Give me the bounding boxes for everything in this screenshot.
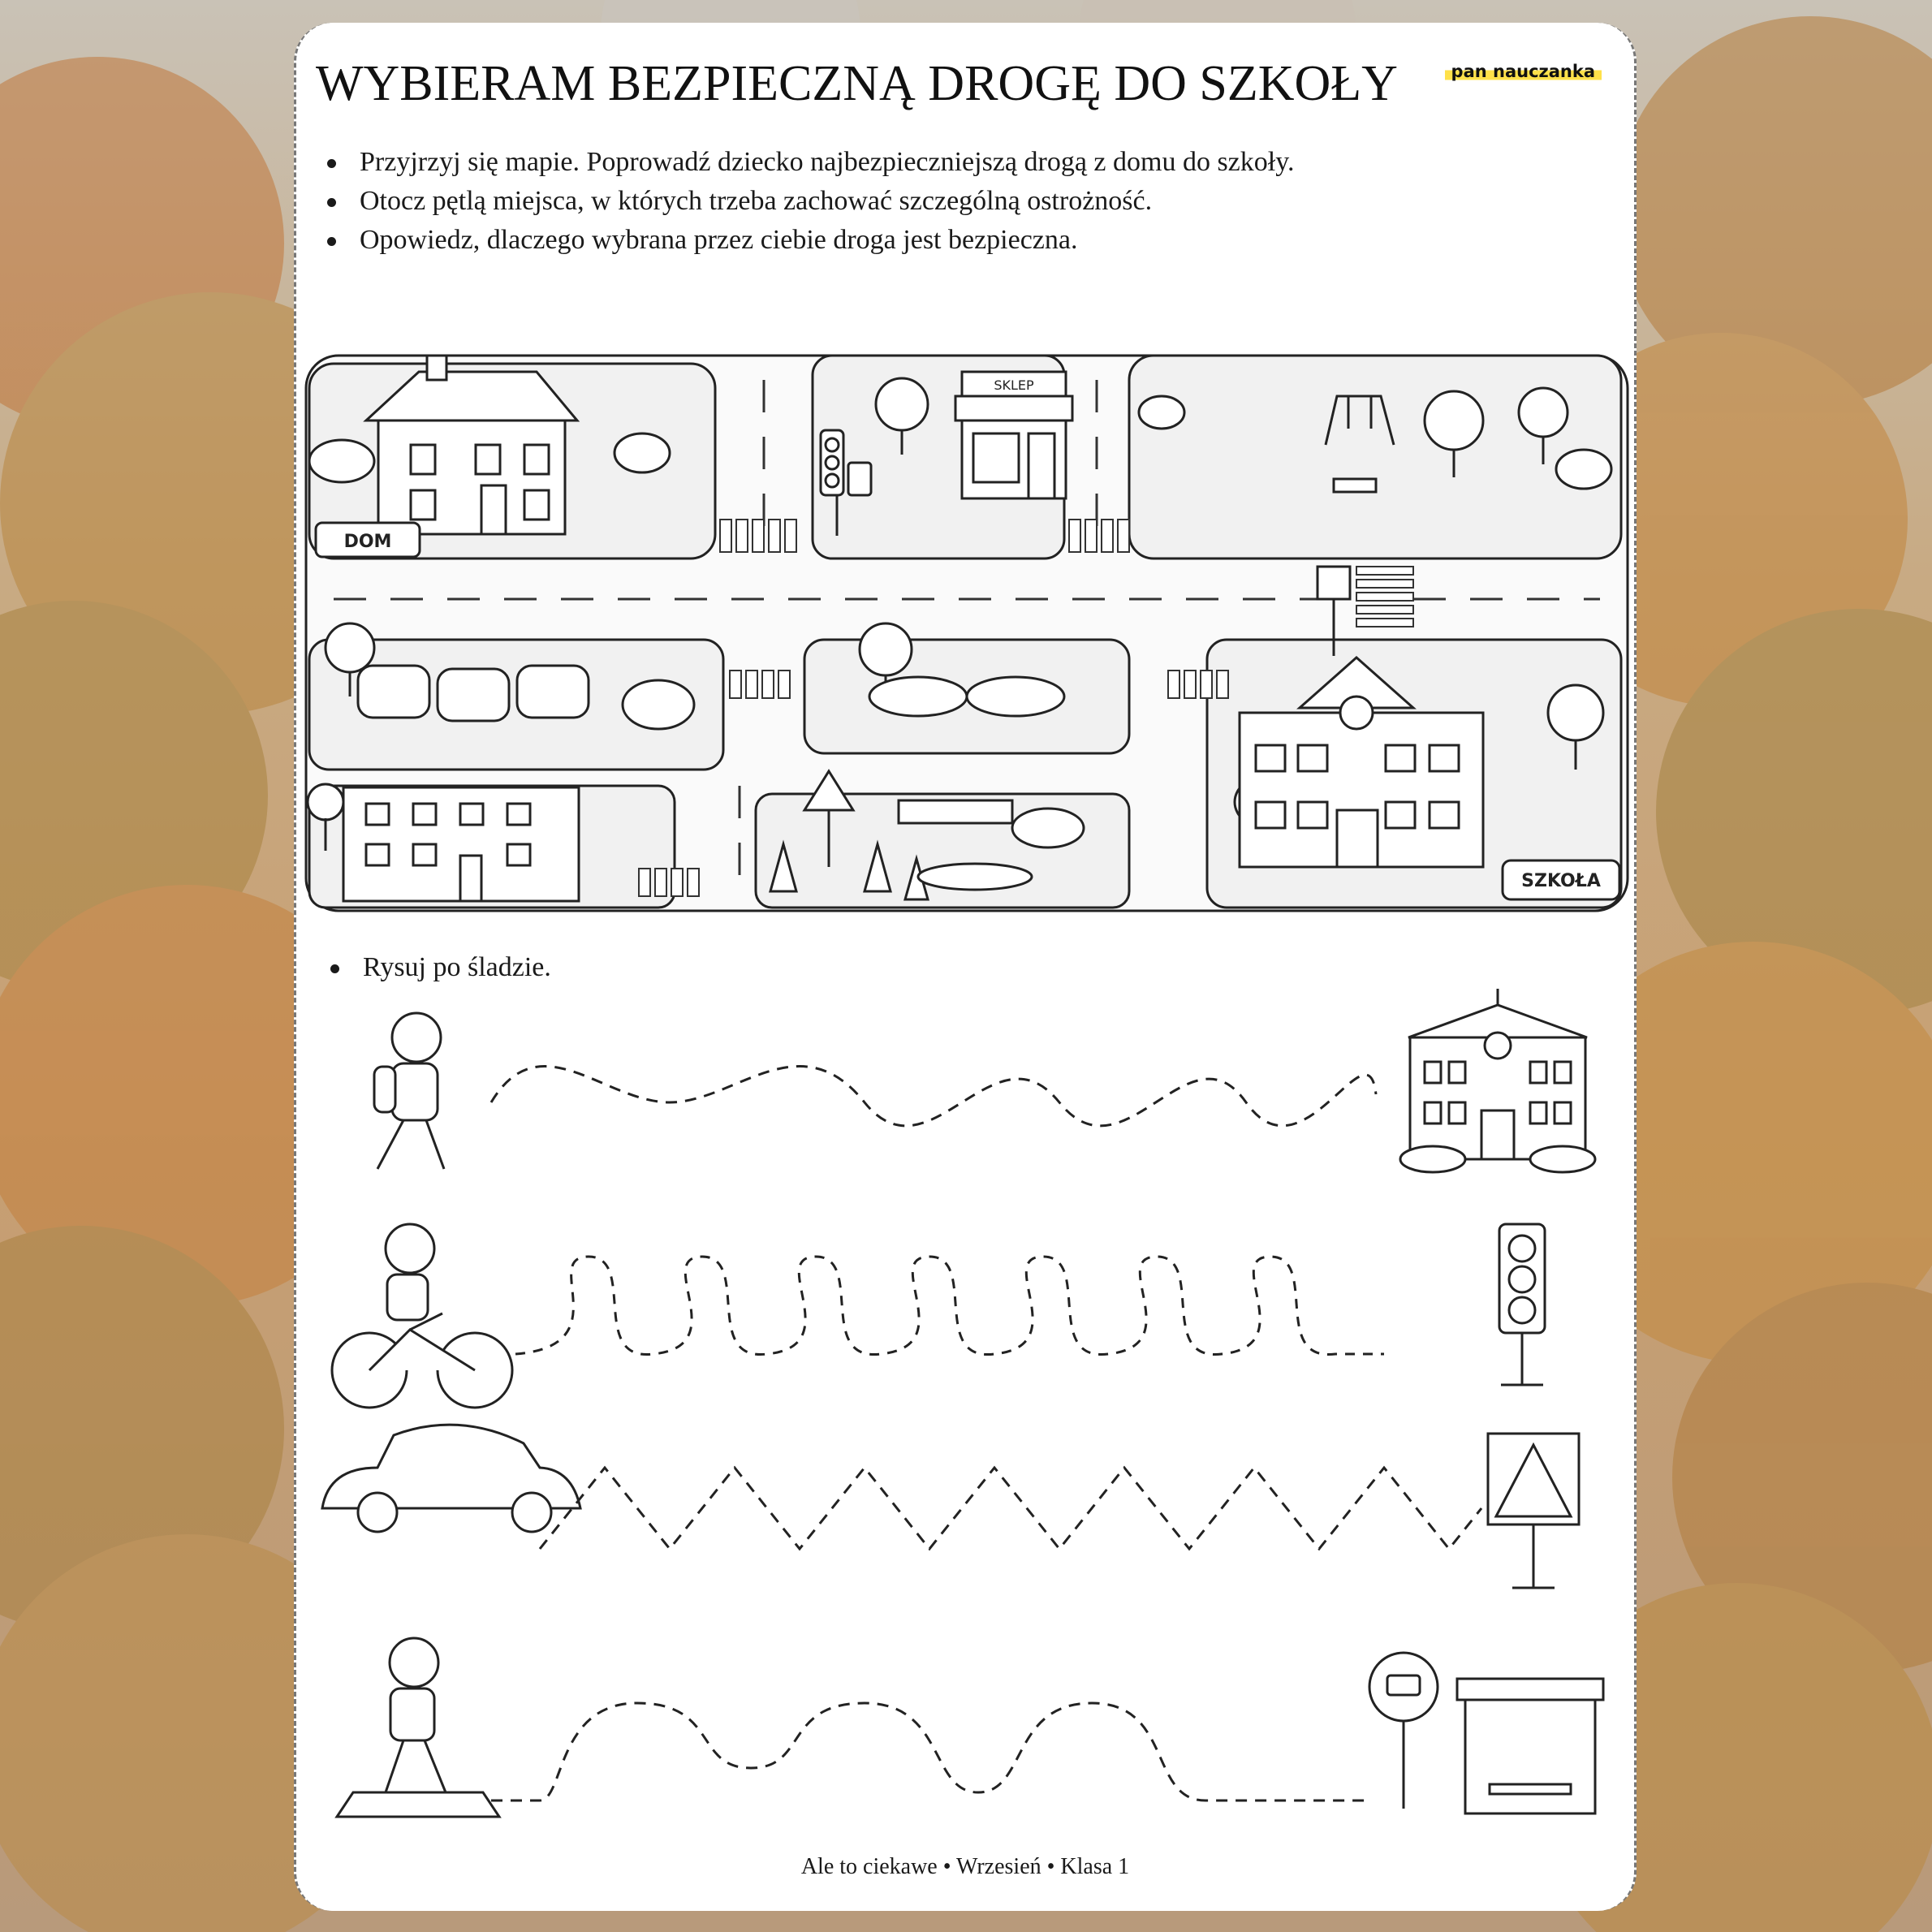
trace-instruction-item: Rysuj po śladzie.: [324, 948, 551, 987]
pedestrian-crossing-sign-icon: [1486, 1432, 1581, 1589]
tracing-exercises: [321, 989, 1605, 1818]
school-building-icon: [1399, 989, 1597, 1174]
map-traffic-light-icon: [819, 429, 873, 536]
road-works-sign-icon: [769, 769, 1033, 901]
school-label: SZKOŁA: [1521, 871, 1601, 891]
traffic-light-icon: [1498, 1223, 1546, 1386]
shop-icon: [954, 370, 1074, 500]
house-icon: [363, 354, 580, 536]
brand-logo: pan nauczanka: [1444, 60, 1602, 83]
map-school-icon: [1238, 655, 1621, 901]
girl-on-bike-icon: [330, 1223, 514, 1409]
instruction-item: Przyjrzyj się mapie. Poprowadź dziecko n…: [321, 143, 1295, 182]
home-label: DOM: [344, 532, 392, 552]
playground-swing-icon: [1324, 395, 1395, 494]
parked-car-icon: [356, 664, 590, 722]
trace-path-bumps: [491, 1701, 1368, 1802]
map-crossing-sign-icon: [1316, 565, 1352, 656]
trace-path-loops: [515, 1255, 1384, 1356]
instruction-item: Opowiedz, dlaczego wybrana przez ciebie …: [321, 221, 1295, 260]
worksheet-title: WYBIERAM BEZPIECZNĄ DROGĘ DO SZKOŁY: [316, 56, 1398, 111]
bus-stop-icon: [1368, 1651, 1605, 1815]
trace-path-wave: [489, 1065, 1378, 1128]
trace-path-zigzag: [538, 1465, 1483, 1551]
instruction-list: Przyjrzyj się mapie. Poprowadź dziecko n…: [321, 143, 1295, 260]
tree-icon: [306, 377, 1605, 851]
trace-instruction: Rysuj po śladzie.: [324, 948, 551, 987]
worksheet-page: WYBIERAM BEZPIECZNĄ DROGĘ DO SZKOŁY pan …: [294, 23, 1637, 1911]
city-map-illustration: DOM SKLEP: [304, 354, 1629, 912]
instruction-item: Otocz pętlą miejsca, w których trzeba za…: [321, 182, 1295, 221]
shop-label: SKLEP: [994, 377, 1034, 393]
girl-on-crosswalk-icon: [334, 1637, 502, 1818]
office-building-icon: [342, 786, 580, 903]
car-icon: [321, 1423, 582, 1533]
walking-boy-icon: [373, 1011, 446, 1170]
page-footer: Ale to ciekawe • Wrzesień • Klasa 1: [800, 1854, 1130, 1879]
